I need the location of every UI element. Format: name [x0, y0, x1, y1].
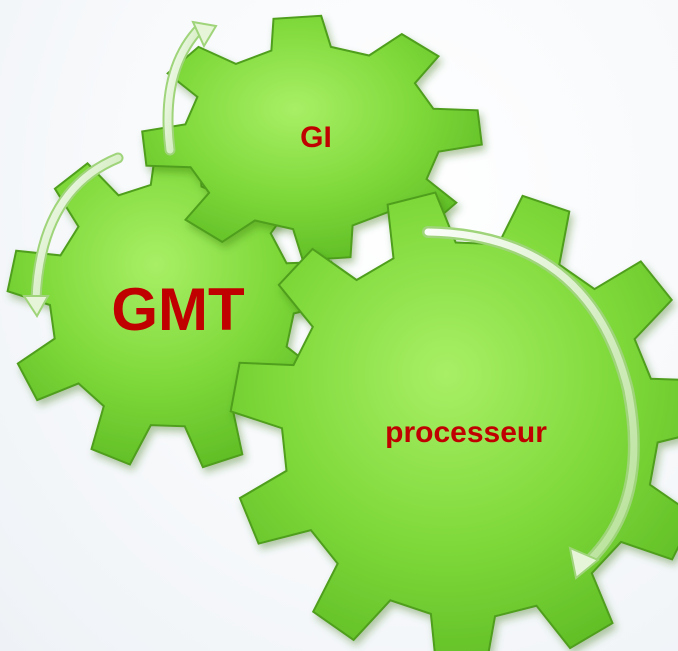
gear-processeur [229, 191, 678, 651]
rotation-arrow-processeur [422, 226, 640, 580]
gear-gi [141, 14, 483, 262]
gear-gi-body [141, 14, 483, 262]
gear-gmt-label: GMT [111, 276, 244, 343]
gear-processeur-label: processeur [385, 416, 547, 449]
gear-processeur-body [229, 191, 678, 651]
gear-gi-label: GI [300, 121, 332, 154]
rotation-arrow-gi [162, 20, 218, 156]
rotation-arrow-gmt [22, 152, 124, 318]
